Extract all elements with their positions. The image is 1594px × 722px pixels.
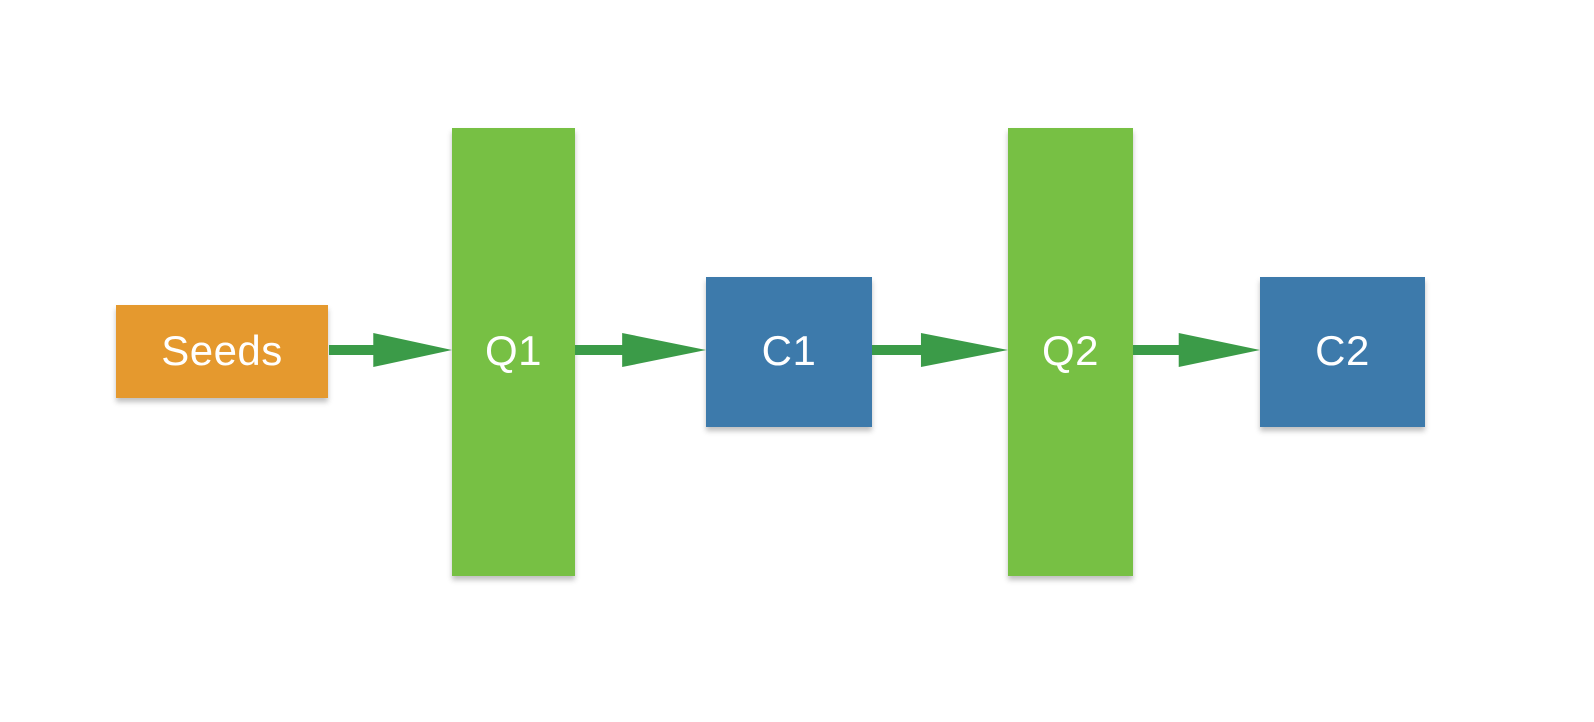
node-q2-label: Q2	[1041, 327, 1100, 374]
arrow-right-icon	[872, 333, 1008, 367]
node-seeds: Seeds	[116, 305, 328, 398]
arrow-q2-to-c2	[1133, 329, 1260, 371]
node-seeds-label: Seeds	[161, 326, 283, 374]
node-c2: C2	[1260, 277, 1425, 427]
arrow-c1-to-q2	[872, 329, 1008, 371]
node-q2: Q2	[1008, 128, 1133, 576]
arrow-q1-to-c1	[575, 329, 706, 371]
arrow-seeds-to-q1	[329, 329, 452, 371]
node-c2-label: C2	[1315, 327, 1370, 374]
node-c1: C1	[706, 277, 872, 427]
node-q1-label: Q1	[484, 327, 543, 374]
node-q1: Q1	[452, 128, 575, 576]
arrow-right-icon	[1133, 333, 1260, 367]
node-c1-label: C1	[761, 327, 817, 374]
arrow-right-icon	[575, 333, 706, 367]
arrow-right-icon	[329, 333, 452, 367]
